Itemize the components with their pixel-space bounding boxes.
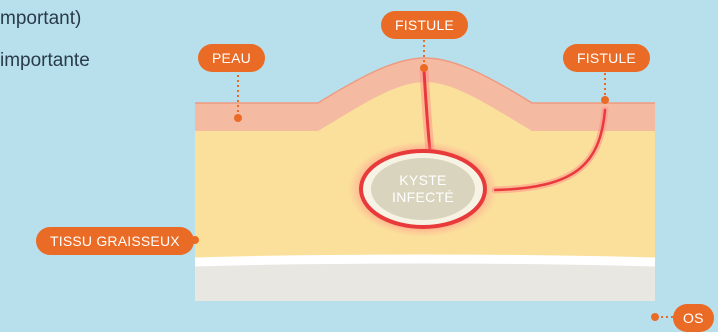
bone-layer	[195, 259, 655, 301]
cyst-label: KYSTE INFECTÉ	[378, 172, 468, 206]
label-os: OS	[673, 304, 714, 332]
label-fistule-top: FISTULE	[381, 11, 468, 39]
bone-edge	[195, 259, 655, 262]
cyst-label-line-1: KYSTE	[378, 172, 468, 189]
marker-fistule-right	[601, 96, 609, 104]
marker-fistule-top	[420, 64, 428, 72]
marker-peau	[234, 114, 242, 122]
label-fistule-right: FISTULE	[563, 44, 650, 72]
cyst-label-line-2: INFECTÉ	[378, 189, 468, 206]
label-tissu-graisseux: TISSU GRAISSEUX	[36, 227, 194, 255]
marker-os	[651, 313, 659, 321]
label-peau: PEAU	[198, 44, 265, 72]
